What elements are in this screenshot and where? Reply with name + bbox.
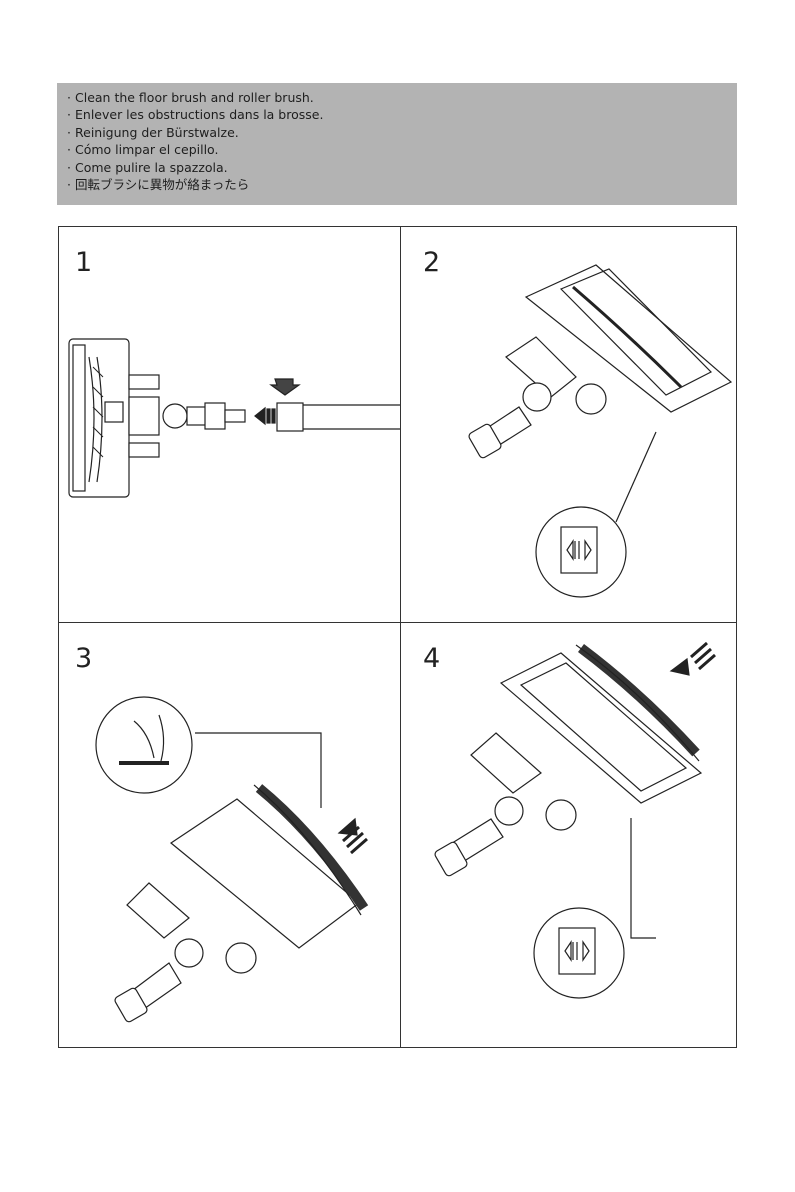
instruction-line-es: ·Cómo limpar el cepillo. xyxy=(67,141,727,158)
instruction-line-fr: ·Enlever les obstructions dans la brosse… xyxy=(67,106,727,123)
instruction-line-en: ·Clean the floor brush and roller brush. xyxy=(67,89,727,106)
step-illustrations xyxy=(59,227,738,1049)
step-3-illustration xyxy=(96,697,367,1023)
instructions-header: ·Clean the floor brush and roller brush.… xyxy=(57,83,737,205)
instruction-line-it: ·Come pulire la spazzola. xyxy=(67,159,727,176)
instruction-line-de: ·Reinigung der Bürstwalze. xyxy=(67,124,727,141)
steps-grid: 1 2 3 4 xyxy=(58,226,737,1048)
step-4-illustration xyxy=(434,643,715,998)
instruction-line-ja: ·回転ブラシに異物が絡まったら xyxy=(67,176,727,193)
step-1-illustration xyxy=(69,339,400,497)
step-2-illustration xyxy=(468,265,731,597)
